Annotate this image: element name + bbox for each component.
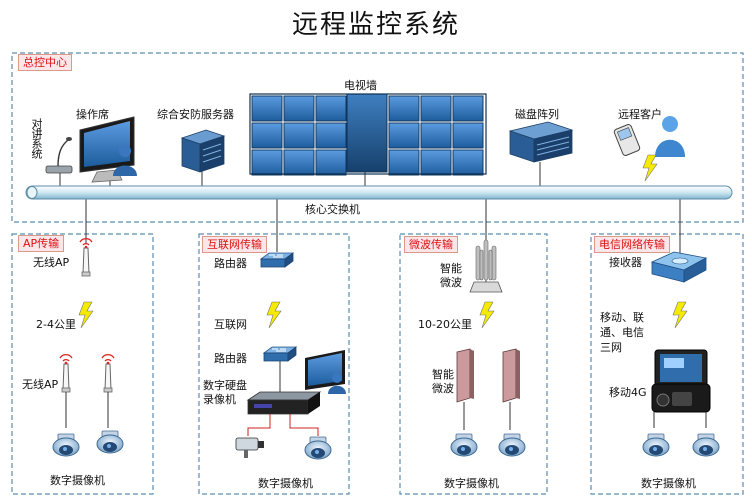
ap-cameras-label: 数字摄像机 — [50, 474, 105, 487]
page-title: 远程监控系统 — [291, 10, 460, 40]
server-icon — [180, 129, 226, 173]
video-wall-icon — [249, 93, 487, 176]
video-wall-screen — [251, 95, 283, 122]
telecom-cameras-label: 数字摄像机 — [641, 477, 696, 490]
internet-label: 互联网 — [214, 318, 247, 331]
router-top-label: 路由器 — [214, 257, 247, 270]
microwave-cameras-label: 数字摄像机 — [444, 477, 499, 490]
mobile-4g-label: 移动4G — [609, 386, 647, 399]
video-wall-screen — [251, 122, 283, 149]
server-label: 综合安防服务器 — [157, 108, 234, 121]
receiver-icon — [650, 251, 708, 283]
wireless-ap-top-label: 无线AP — [33, 256, 70, 269]
intercom-label: 对讲系统 — [30, 118, 43, 158]
video-wall-screen — [283, 122, 315, 149]
remote-client-label: 远程客户 — [618, 108, 662, 121]
section-tag-telecom: 电信网络传输 — [594, 236, 670, 253]
dvr-icon — [246, 391, 322, 415]
video-wall-label: 电视墙 — [344, 79, 377, 92]
video-wall-frame — [249, 93, 487, 175]
video-wall-screen — [388, 149, 420, 176]
video-wall-screen — [452, 122, 484, 149]
dome-camera-icon — [304, 436, 332, 460]
video-wall-screen — [315, 95, 347, 122]
disk-array-icon — [508, 121, 574, 163]
internet-cameras-label: 数字摄像机 — [258, 477, 313, 490]
video-wall-screen — [315, 122, 347, 149]
section-tag-center: 总控中心 — [18, 54, 72, 71]
router-icon — [260, 252, 294, 268]
microwave-top-label: 智能微波 — [440, 262, 462, 289]
video-wall-screen — [251, 149, 283, 176]
panel-antenna-icon — [456, 348, 474, 403]
video-wall-screen — [452, 95, 484, 122]
wireless-ap-bottom-label: 无线AP — [22, 378, 59, 391]
video-wall-screen — [420, 122, 452, 149]
video-wall-main-screen — [346, 93, 388, 173]
video-wall-screen — [420, 149, 452, 176]
monitor-icon — [305, 350, 346, 394]
phone-icon — [613, 124, 641, 156]
microwave-antenna-icon — [469, 239, 503, 293]
ap-distance-label: 2-4公里 — [36, 318, 76, 331]
video-wall-screen — [283, 149, 315, 176]
core-switch-label: 核心交换机 — [305, 203, 360, 216]
networks-label: 移动、联通、电信三网 — [600, 311, 644, 354]
person-icon — [655, 116, 685, 157]
mobile-4g-case-icon — [651, 349, 711, 413]
intercom-mic-icon — [45, 137, 73, 174]
box-camera-icon — [235, 437, 264, 458]
video-wall-screen — [452, 149, 484, 176]
video-wall-screen — [420, 95, 452, 122]
person-icon — [113, 145, 137, 176]
section-tag-ap: AP传输 — [18, 235, 65, 252]
dvr-label: 数字硬盘录像机 — [203, 379, 247, 406]
dome-camera-icon — [52, 433, 80, 457]
microwave-bottom-label: 智能微波 — [432, 368, 454, 395]
router-icon — [263, 346, 297, 362]
panel-antenna-icon — [502, 348, 520, 403]
receiver-label: 接收器 — [609, 256, 642, 269]
router-bottom-label: 路由器 — [214, 352, 247, 365]
dome-camera-icon — [96, 430, 124, 454]
dome-camera-icon — [498, 433, 526, 457]
dome-camera-icon — [642, 433, 670, 457]
console-label: 操作席 — [76, 108, 109, 121]
video-wall-screen — [283, 95, 315, 122]
video-wall-screen — [315, 149, 347, 176]
video-wall-screen — [388, 95, 420, 122]
dome-camera-icon — [692, 433, 720, 457]
section-tag-internet: 互联网传输 — [202, 236, 267, 253]
video-wall-screen — [388, 122, 420, 149]
disk-array-label: 磁盘阵列 — [515, 108, 559, 121]
microwave-distance-label: 10-20公里 — [418, 318, 472, 331]
section-tag-microwave: 微波传输 — [404, 236, 458, 253]
dome-camera-icon — [450, 433, 478, 457]
